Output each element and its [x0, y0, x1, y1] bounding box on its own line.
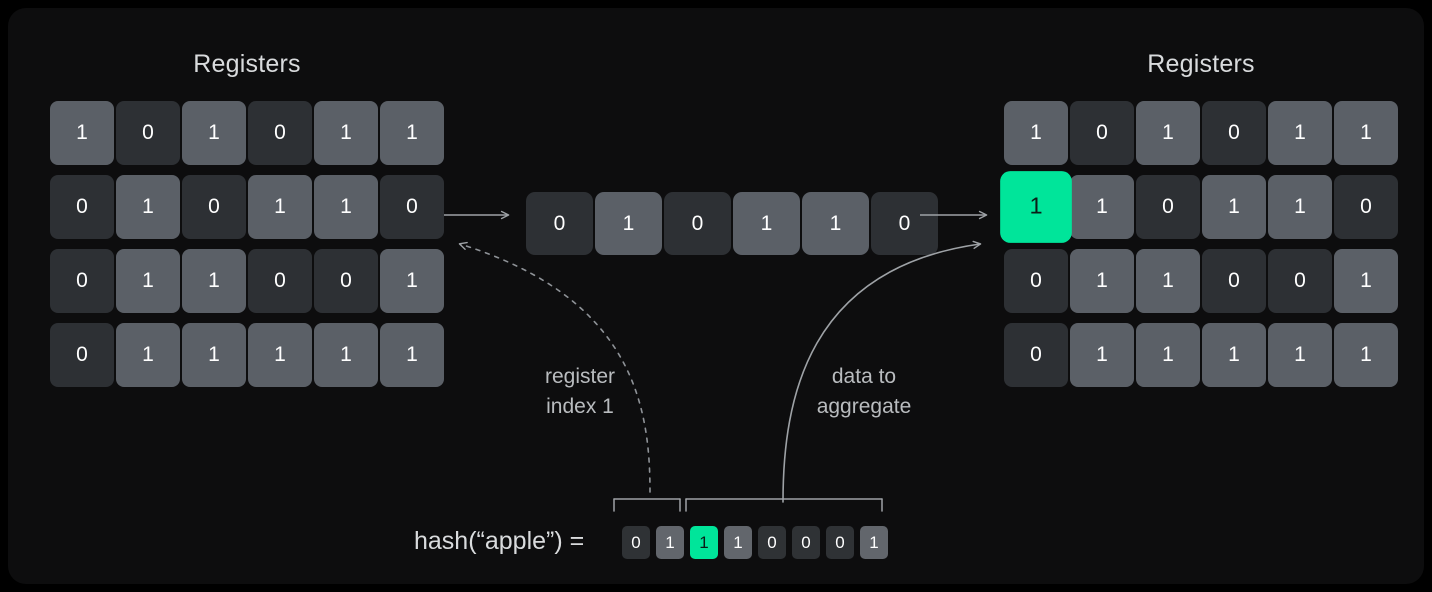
register-right-cell-2-0: 0	[1004, 249, 1068, 313]
register-left-cell-1-4: 1	[314, 175, 378, 239]
hash-bit-3: 1	[724, 526, 752, 559]
register-left-cell-1-3: 1	[248, 175, 312, 239]
register-left-cell-0-1: 0	[116, 101, 180, 165]
hash-expression-label: hash(“apple”) =	[414, 527, 585, 555]
register-right-cell-3-4: 1	[1268, 323, 1332, 387]
register-left-cell-3-0: 0	[50, 323, 114, 387]
register-right-cell-2-2: 1	[1136, 249, 1200, 313]
register-right-cell-1-2: 0	[1136, 175, 1200, 239]
register-right-cell-2-1: 1	[1070, 249, 1134, 313]
register-left-cell-0-0: 1	[50, 101, 114, 165]
register-left-cell-2-4: 0	[314, 249, 378, 313]
register-right-cell-2-3: 0	[1202, 249, 1266, 313]
register-right-cell-3-1: 1	[1070, 323, 1134, 387]
register-right-cell-2-5: 1	[1334, 249, 1398, 313]
annotation-data-to-aggregate: data to aggregate	[816, 365, 912, 418]
register-right-cell-2-4: 0	[1268, 249, 1332, 313]
hash-bit-0: 0	[622, 526, 650, 559]
register-left-cell-3-4: 1	[314, 323, 378, 387]
register-left-cell-2-5: 1	[380, 249, 444, 313]
hash-bit-4: 0	[758, 526, 786, 559]
registers-title-right: Registers	[1147, 50, 1255, 78]
register-left-cell-3-3: 1	[248, 323, 312, 387]
register-left-cell-1-2: 0	[182, 175, 246, 239]
register-right-cell-1-1: 1	[1070, 175, 1134, 239]
hash-bit-6: 0	[826, 526, 854, 559]
selected-register-cell-3: 1	[733, 192, 800, 255]
bracket-index-bits	[613, 498, 681, 512]
register-left-cell-2-3: 0	[248, 249, 312, 313]
register-right-cell-3-3: 1	[1202, 323, 1266, 387]
selected-register-cell-1: 1	[595, 192, 662, 255]
register-right-cell-3-2: 1	[1136, 323, 1200, 387]
register-right-cell-0-2: 1	[1136, 101, 1200, 165]
annotation-register-index: register index 1	[544, 365, 616, 418]
register-right-cell-1-3: 1	[1202, 175, 1266, 239]
register-left-cell-3-2: 1	[182, 323, 246, 387]
register-left-cell-0-2: 1	[182, 101, 246, 165]
hash-bit-5: 0	[792, 526, 820, 559]
hash-bit-7: 1	[860, 526, 888, 559]
register-left-cell-0-4: 1	[314, 101, 378, 165]
register-left-cell-1-1: 1	[116, 175, 180, 239]
register-right-cell-1-0: 1	[1000, 171, 1072, 243]
hash-bit-2: 1	[690, 526, 718, 559]
register-left-cell-0-3: 0	[248, 101, 312, 165]
registers-title-left: Registers	[193, 50, 301, 78]
selected-register-cell-0: 0	[526, 192, 593, 255]
hash-bit-1: 1	[656, 526, 684, 559]
register-right-cell-3-0: 0	[1004, 323, 1068, 387]
selected-register-cell-4: 1	[802, 192, 869, 255]
register-right-cell-0-4: 1	[1268, 101, 1332, 165]
register-right-cell-0-5: 1	[1334, 101, 1398, 165]
register-right-cell-0-0: 1	[1004, 101, 1068, 165]
register-right-cell-1-4: 1	[1268, 175, 1332, 239]
register-left-cell-2-1: 1	[116, 249, 180, 313]
register-left-cell-1-5: 0	[380, 175, 444, 239]
register-right-cell-0-1: 0	[1070, 101, 1134, 165]
selected-register-cell-2: 0	[664, 192, 731, 255]
register-right-cell-1-5: 0	[1334, 175, 1398, 239]
register-left-cell-3-5: 1	[380, 323, 444, 387]
register-left-cell-3-1: 1	[116, 323, 180, 387]
register-left-cell-0-5: 1	[380, 101, 444, 165]
register-left-cell-2-2: 1	[182, 249, 246, 313]
register-right-cell-3-5: 1	[1334, 323, 1398, 387]
register-left-cell-2-0: 0	[50, 249, 114, 313]
register-left-cell-1-0: 0	[50, 175, 114, 239]
selected-register-cell-5: 0	[871, 192, 938, 255]
register-right-cell-0-3: 0	[1202, 101, 1266, 165]
bracket-data-bits	[685, 498, 883, 512]
